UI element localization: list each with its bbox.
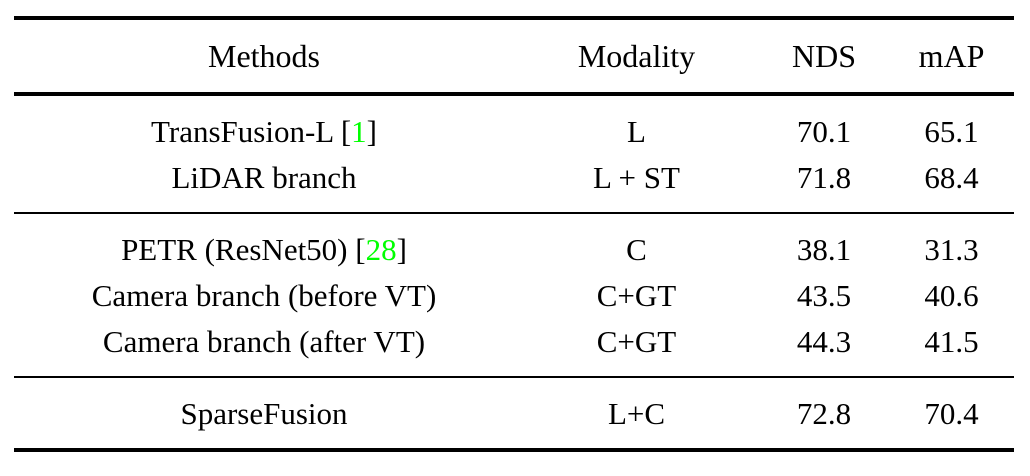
cell-method: Camera branch (after VT) bbox=[102, 323, 426, 359]
cell-modality: L + ST bbox=[593, 159, 680, 195]
table-row: TransFusion-L [1] L 70.1 65.1 bbox=[14, 96, 1014, 154]
column-header-modality: Modality bbox=[577, 38, 696, 74]
table-row: PETR (ResNet50) [28] C 38.1 31.3 bbox=[14, 214, 1014, 272]
cell-nds: 72.8 bbox=[796, 395, 852, 431]
cell-method: PETR (ResNet50) [28] bbox=[14, 214, 514, 272]
cell-modality: C+GT bbox=[596, 323, 677, 359]
citation-open-bracket: [ bbox=[333, 113, 352, 149]
results-table-container: Methods Modality NDS mAP TransFusion-L [… bbox=[14, 16, 1014, 454]
cell-map: 41.5 bbox=[924, 323, 979, 359]
column-header-nds: NDS bbox=[791, 38, 856, 74]
cell-map: 40.6 bbox=[924, 277, 979, 313]
cell-nds: 70.1 bbox=[796, 113, 852, 149]
table-row: Camera branch (before VT) C+GT 43.5 40.6 bbox=[14, 272, 1014, 318]
citation-open-bracket: [ bbox=[347, 231, 366, 267]
method-name: TransFusion-L bbox=[151, 113, 334, 149]
cell-nds: 44.3 bbox=[796, 323, 852, 359]
cell-method: LiDAR branch bbox=[171, 159, 357, 195]
cell-modality: C+GT bbox=[596, 277, 677, 313]
table-row: Camera branch (after VT) C+GT 44.3 41.5 bbox=[14, 318, 1014, 377]
cell-map: 31.3 bbox=[924, 231, 979, 267]
cell-method: SparseFusion bbox=[180, 395, 348, 431]
table-row: SparseFusion L+C 72.8 70.4 bbox=[14, 378, 1014, 450]
method-name: PETR (ResNet50) bbox=[121, 231, 348, 267]
citation-close-bracket: ] bbox=[366, 113, 377, 149]
citation-close-bracket: ] bbox=[396, 231, 407, 267]
citation-number: 28 bbox=[365, 231, 397, 267]
cell-nds: 43.5 bbox=[796, 277, 852, 313]
cell-method: TransFusion-L [1] bbox=[14, 96, 514, 154]
cell-modality: L+C bbox=[607, 395, 666, 431]
table-header-row: Methods Modality NDS mAP bbox=[14, 20, 1014, 94]
column-header-map: mAP bbox=[918, 38, 985, 74]
cell-nds: 38.1 bbox=[796, 231, 852, 267]
cell-map: 65.1 bbox=[924, 113, 979, 149]
column-header-methods: Methods bbox=[208, 38, 320, 74]
cell-nds: 71.8 bbox=[796, 159, 852, 195]
citation-number: 1 bbox=[351, 113, 367, 149]
cell-modality: L bbox=[627, 113, 646, 149]
rule-bottom bbox=[14, 448, 1014, 454]
cell-map: 68.4 bbox=[924, 159, 979, 195]
cell-modality: C bbox=[626, 231, 647, 267]
cell-method: Camera branch (before VT) bbox=[91, 277, 437, 313]
table-row: LiDAR branch L + ST 71.8 68.4 bbox=[14, 154, 1014, 213]
cell-map: 70.4 bbox=[924, 395, 979, 431]
results-table: Methods Modality NDS mAP TransFusion-L [… bbox=[14, 16, 1014, 454]
